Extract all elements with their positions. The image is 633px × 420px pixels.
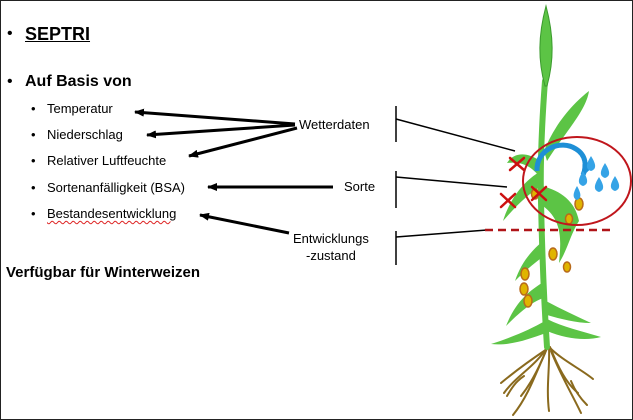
infection-crosses	[499, 156, 548, 209]
infection-zone-circle	[522, 136, 632, 226]
roots	[500, 345, 594, 416]
factor-variety-susceptibility: Sortenanfälligkeit (BSA)	[47, 180, 186, 195]
wheat-ear	[539, 4, 553, 87]
basis-heading: Auf Basis von	[25, 73, 132, 90]
stem	[537, 78, 550, 350]
leaf	[491, 321, 546, 345]
basis-bullet: •	[7, 73, 13, 90]
wheat-plant-illustration	[485, 4, 632, 416]
label-development-line2: -zustand	[306, 248, 356, 263]
availability-note: Verfügbar für Winterweizen	[6, 264, 201, 281]
weather-arrows	[134, 108, 298, 158]
leaf	[507, 154, 540, 176]
list-bullet: •	[31, 206, 36, 221]
rain-drop-icons	[573, 156, 620, 200]
arrow-to-crop-development	[199, 212, 290, 235]
pointer-variety	[395, 176, 508, 188]
leaf	[542, 186, 579, 263]
brackets	[395, 106, 516, 265]
arrow-to-temperature	[134, 108, 296, 126]
leaf	[546, 301, 591, 323]
factor-precipitation: Niederschlag	[47, 127, 123, 142]
label-development-stage: Entwicklungs -zustand	[293, 230, 369, 264]
pointer-weather	[395, 118, 516, 152]
list-bullet: •	[31, 127, 36, 142]
leaf	[503, 171, 542, 221]
leaf	[544, 91, 589, 161]
page-title: SEPTRI	[25, 24, 91, 44]
label-development-line1: Entwicklungs	[293, 231, 369, 246]
factor-temperature: Temperatur	[47, 101, 113, 116]
list-bullet: •	[31, 153, 36, 168]
septoria-lesions	[519, 188, 584, 308]
factor-crop-development: Bestandesentwicklung	[47, 206, 177, 221]
label-variety: Sorte	[344, 179, 376, 194]
pointer-development	[395, 229, 488, 238]
title-bullet: •	[7, 25, 13, 42]
label-weather-data: Wetterdaten	[299, 117, 370, 132]
arrow-to-precipitation	[146, 123, 296, 139]
arrow-to-humidity	[188, 126, 298, 158]
spore-dispersal-arrow	[534, 142, 592, 177]
leaf	[547, 319, 601, 339]
list-bullet: •	[31, 101, 36, 116]
list-bullet: •	[31, 180, 36, 195]
factor-humidity: Relativer Luftfeuchte	[47, 153, 167, 168]
